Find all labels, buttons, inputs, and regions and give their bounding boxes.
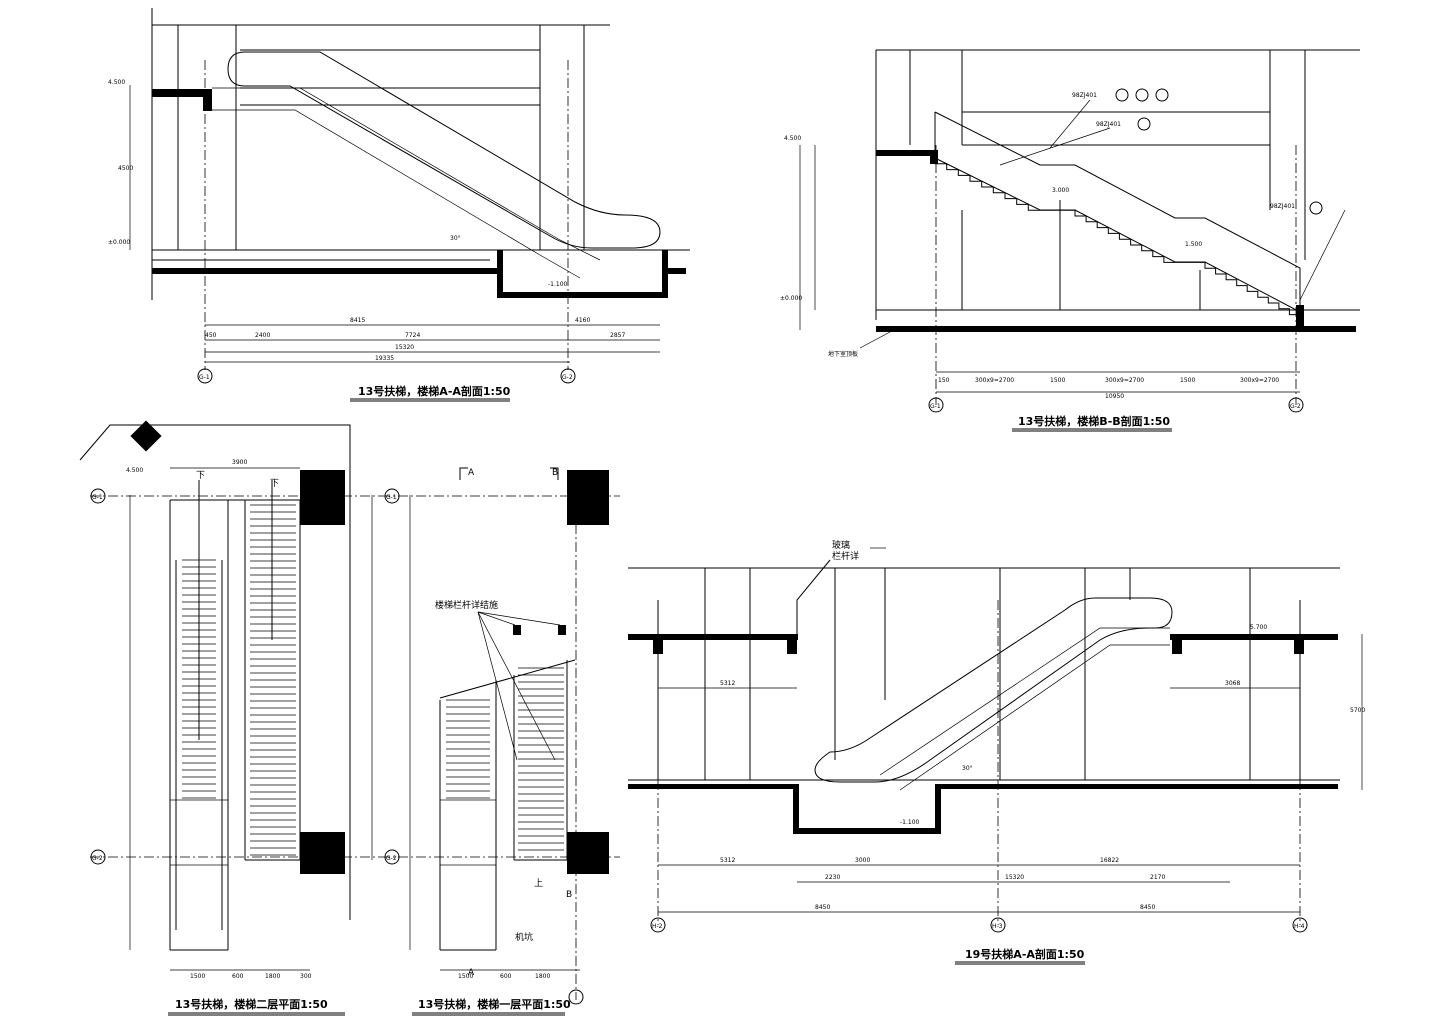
stair-13-section-bb: G-1 G-2 4.500 3.000 1.500 ±0.000 98ZJ401… bbox=[780, 49, 1360, 432]
dim-c: 8415 bbox=[350, 317, 365, 324]
dim-top: 3900 bbox=[232, 459, 247, 466]
section-mark-a-bot: A bbox=[468, 968, 475, 978]
dim-c: 1800 bbox=[265, 973, 280, 980]
dim-total-1: 15320 bbox=[395, 344, 414, 351]
dim-c: 1500 bbox=[1050, 377, 1065, 384]
dim-total: 10950 bbox=[1105, 393, 1124, 400]
dim-a: 1500 bbox=[190, 973, 205, 980]
up-label: 上 bbox=[534, 878, 543, 889]
escalator-19-section-aa: H-2 H-3 H-4 玻璃 栏杆详 5.700 -1.100 30° 5700… bbox=[628, 539, 1365, 965]
axis-g2-label: G-2 bbox=[1290, 403, 1301, 410]
axis-g2-label: G-2 bbox=[92, 855, 103, 862]
angle-label: 30° bbox=[450, 235, 461, 242]
dim-a: 1500 bbox=[458, 973, 473, 980]
axis-g1-label: G-1 bbox=[199, 374, 210, 381]
drawing-title-13-plan2: 13号扶梯，楼梯二层平面1:50 bbox=[175, 997, 328, 1011]
dim-d: 300 bbox=[300, 973, 312, 980]
dim-e: 4160 bbox=[575, 317, 590, 324]
dim-side-left: 5312 bbox=[720, 680, 735, 687]
dim-b: 300x9=2700 bbox=[975, 377, 1014, 384]
escalator-13-plan-level2: 下 下 G-1 G-2 4.500 3900 1500 600 1800 300… bbox=[79, 420, 380, 1016]
drawing-title-13-plan1: 13号扶梯，楼梯一层平面1:50 bbox=[418, 997, 571, 1011]
level-pit: -1.100 bbox=[548, 281, 568, 288]
note-glass: 玻璃 bbox=[832, 539, 850, 551]
height-dim: 4500 bbox=[118, 165, 133, 172]
note-railing: 楼梯栏杆详结施 bbox=[435, 599, 498, 611]
dim-d: 7724 bbox=[405, 332, 420, 339]
axis-h3-label: H-3 bbox=[992, 923, 1003, 930]
level-mid1: 3.000 bbox=[1052, 187, 1069, 194]
axis-h4-label: H-4 bbox=[1294, 923, 1305, 930]
level-label: 4.500 bbox=[126, 467, 143, 474]
dim-a: 450 bbox=[205, 332, 217, 339]
pit-label: 机坑 bbox=[515, 931, 533, 943]
escalator-13-section-aa: G-1 G-2 4.500 ±0.000 -1.100 30° 4500 450… bbox=[108, 8, 690, 402]
escalator-13-plan-level1: 楼梯栏杆详结施 机坑 上 A B A B G-1 G-2 1500 600 18… bbox=[380, 467, 620, 1016]
ref-3: 98ZJ401 bbox=[1270, 203, 1295, 210]
steps-group bbox=[250, 504, 296, 856]
basement-label: 地下室顶板 bbox=[828, 350, 858, 358]
dim-f: 2857 bbox=[610, 332, 625, 339]
down-label-2: 下 bbox=[270, 479, 279, 489]
dim-a: 150 bbox=[938, 377, 950, 384]
angle-label: 30° bbox=[962, 765, 973, 772]
dim-c: 1800 bbox=[535, 973, 550, 980]
drawing-title-19-aa: 19号扶梯A-A剖面1:50 bbox=[965, 947, 1085, 961]
axis-g1-label: G-1 bbox=[930, 403, 941, 410]
level-top: 5.700 bbox=[1250, 624, 1267, 631]
axis-g2-label: G-2 bbox=[386, 855, 397, 862]
dim-r1-b: 3000 bbox=[855, 857, 870, 864]
drawing-title-13-bb: 13号扶梯，楼梯B-B剖面1:50 bbox=[1018, 414, 1170, 428]
dim-r3-b: 8450 bbox=[1140, 904, 1155, 911]
dim-r3-a: 8450 bbox=[815, 904, 830, 911]
axis-g1-label: G-1 bbox=[92, 494, 103, 501]
dim-b: 600 bbox=[500, 973, 512, 980]
dim-d: 300x9=2700 bbox=[1105, 377, 1144, 384]
dim-e: 1500 bbox=[1180, 377, 1195, 384]
ref-2: 98ZJ401 bbox=[1096, 121, 1121, 128]
level-mid2: 1.500 bbox=[1185, 241, 1202, 248]
dim-f: 300x9=2700 bbox=[1240, 377, 1279, 384]
down-label-1: 下 bbox=[196, 471, 205, 481]
height-dim: 5700 bbox=[1350, 707, 1365, 714]
axis-g2-label: G-2 bbox=[562, 374, 573, 381]
dim-total-2: 19335 bbox=[375, 355, 394, 362]
dim-r2-a: 2230 bbox=[825, 874, 840, 881]
drawing-title-13-aa: 13号扶梯，楼梯A-A剖面1:50 bbox=[358, 384, 511, 398]
steps-group bbox=[518, 667, 564, 851]
section-mark-b-top: B bbox=[552, 468, 558, 478]
dim-b: 600 bbox=[232, 973, 244, 980]
level-top: 4.500 bbox=[784, 135, 801, 142]
dim-b: 2400 bbox=[255, 332, 270, 339]
ref-1: 98ZJ401 bbox=[1072, 92, 1097, 99]
section-mark-a-top: A bbox=[468, 468, 475, 478]
steps-group bbox=[446, 699, 490, 799]
section-mark-b-bot: B bbox=[566, 890, 572, 900]
dim-r1-a: 5312 bbox=[720, 857, 735, 864]
axis-h2-label: H-2 bbox=[652, 923, 663, 930]
axis-g1-label: G-1 bbox=[386, 494, 397, 501]
note-railing: 栏杆详 bbox=[832, 550, 859, 562]
level-pit: -1.100 bbox=[900, 819, 920, 826]
dim-side-right: 3068 bbox=[1225, 680, 1240, 687]
dim-r1-c: 16822 bbox=[1100, 857, 1119, 864]
dim-r2-b: 15320 bbox=[1005, 874, 1024, 881]
level-ground: ±0.000 bbox=[780, 295, 802, 302]
level-top: 4.500 bbox=[108, 79, 125, 86]
level-ground: ±0.000 bbox=[108, 239, 130, 246]
dim-r2-c: 2170 bbox=[1150, 874, 1165, 881]
